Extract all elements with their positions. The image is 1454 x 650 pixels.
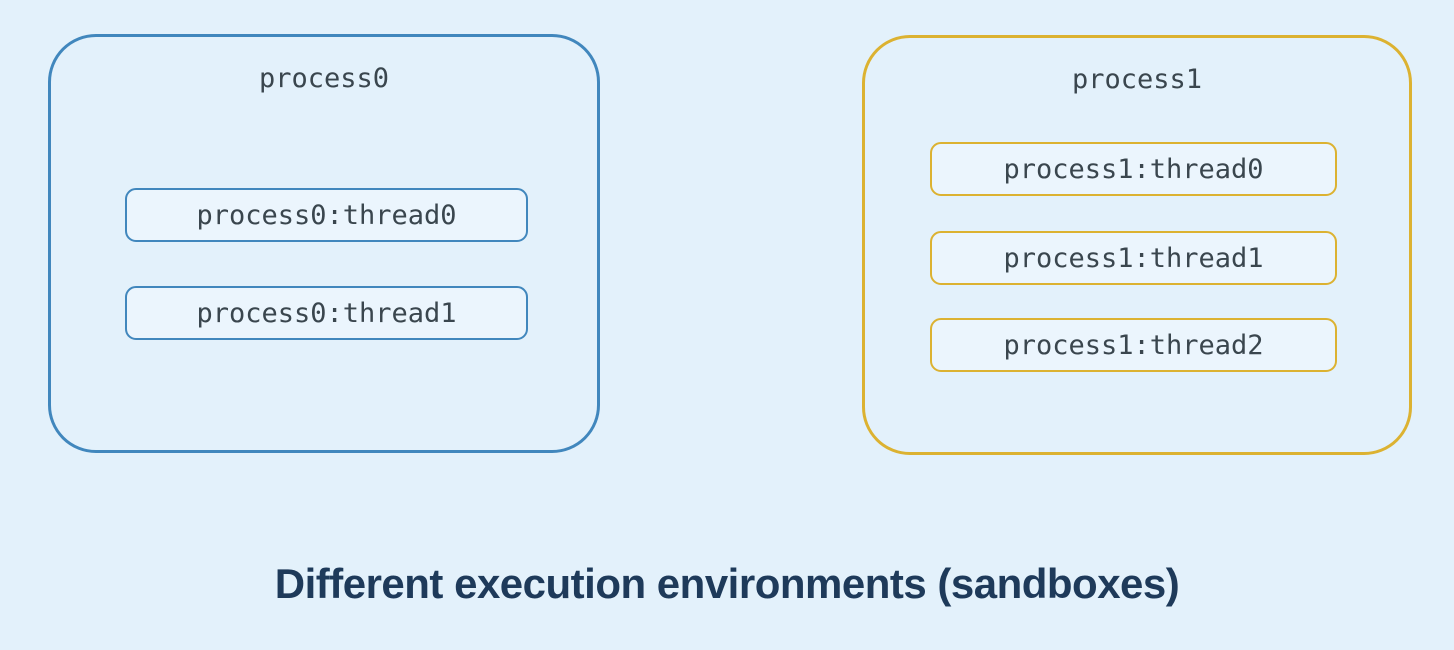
process0-box: process0 process0:thread0 process0:threa… [48, 34, 600, 453]
process1-thread2-box: process1:thread2 [930, 318, 1337, 372]
process1-title: process1 [1071, 64, 1203, 95]
diagram-caption: Different execution environments (sandbo… [274, 560, 1180, 607]
process1-thread0-box: process1:thread0 [930, 142, 1337, 196]
process1-thread1-box: process1:thread1 [930, 231, 1337, 285]
process0-thread1-box: process0:thread1 [125, 286, 528, 340]
process0-thread0-box: process0:thread0 [125, 188, 528, 242]
process1-box: process1 process1:thread0 process1:threa… [862, 35, 1412, 455]
process1-thread0-label: process1:thread0 [1003, 153, 1264, 185]
process0-thread1-label: process0:thread1 [196, 297, 457, 329]
process1-thread1-label: process1:thread1 [1003, 242, 1264, 274]
process0-title: process0 [258, 63, 390, 94]
process0-thread0-label: process0:thread0 [196, 199, 457, 231]
process1-thread2-label: process1:thread2 [1003, 329, 1264, 361]
